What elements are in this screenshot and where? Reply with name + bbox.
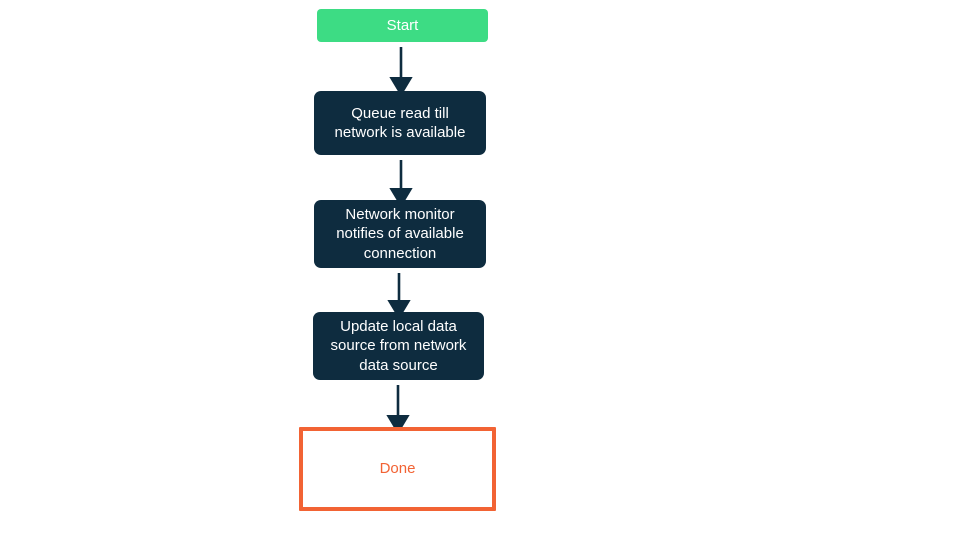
node-done[interactable]: Done [299, 427, 496, 511]
node-update-local-data[interactable]: Update local data source from network da… [313, 312, 484, 380]
node-start[interactable]: Start [317, 9, 488, 42]
node-update-local-data-label: Update local data source from network da… [330, 318, 467, 374]
node-network-monitor[interactable]: Network monitor notifies of available co… [314, 200, 486, 268]
node-queue-read-label: Queue read till network is available [334, 104, 466, 141]
node-queue-read[interactable]: Queue read till network is available [314, 91, 486, 155]
node-done-label: Done [379, 460, 416, 478]
node-network-monitor-label: Network monitor notifies of available co… [336, 206, 464, 262]
node-start-label: Start [386, 16, 419, 34]
